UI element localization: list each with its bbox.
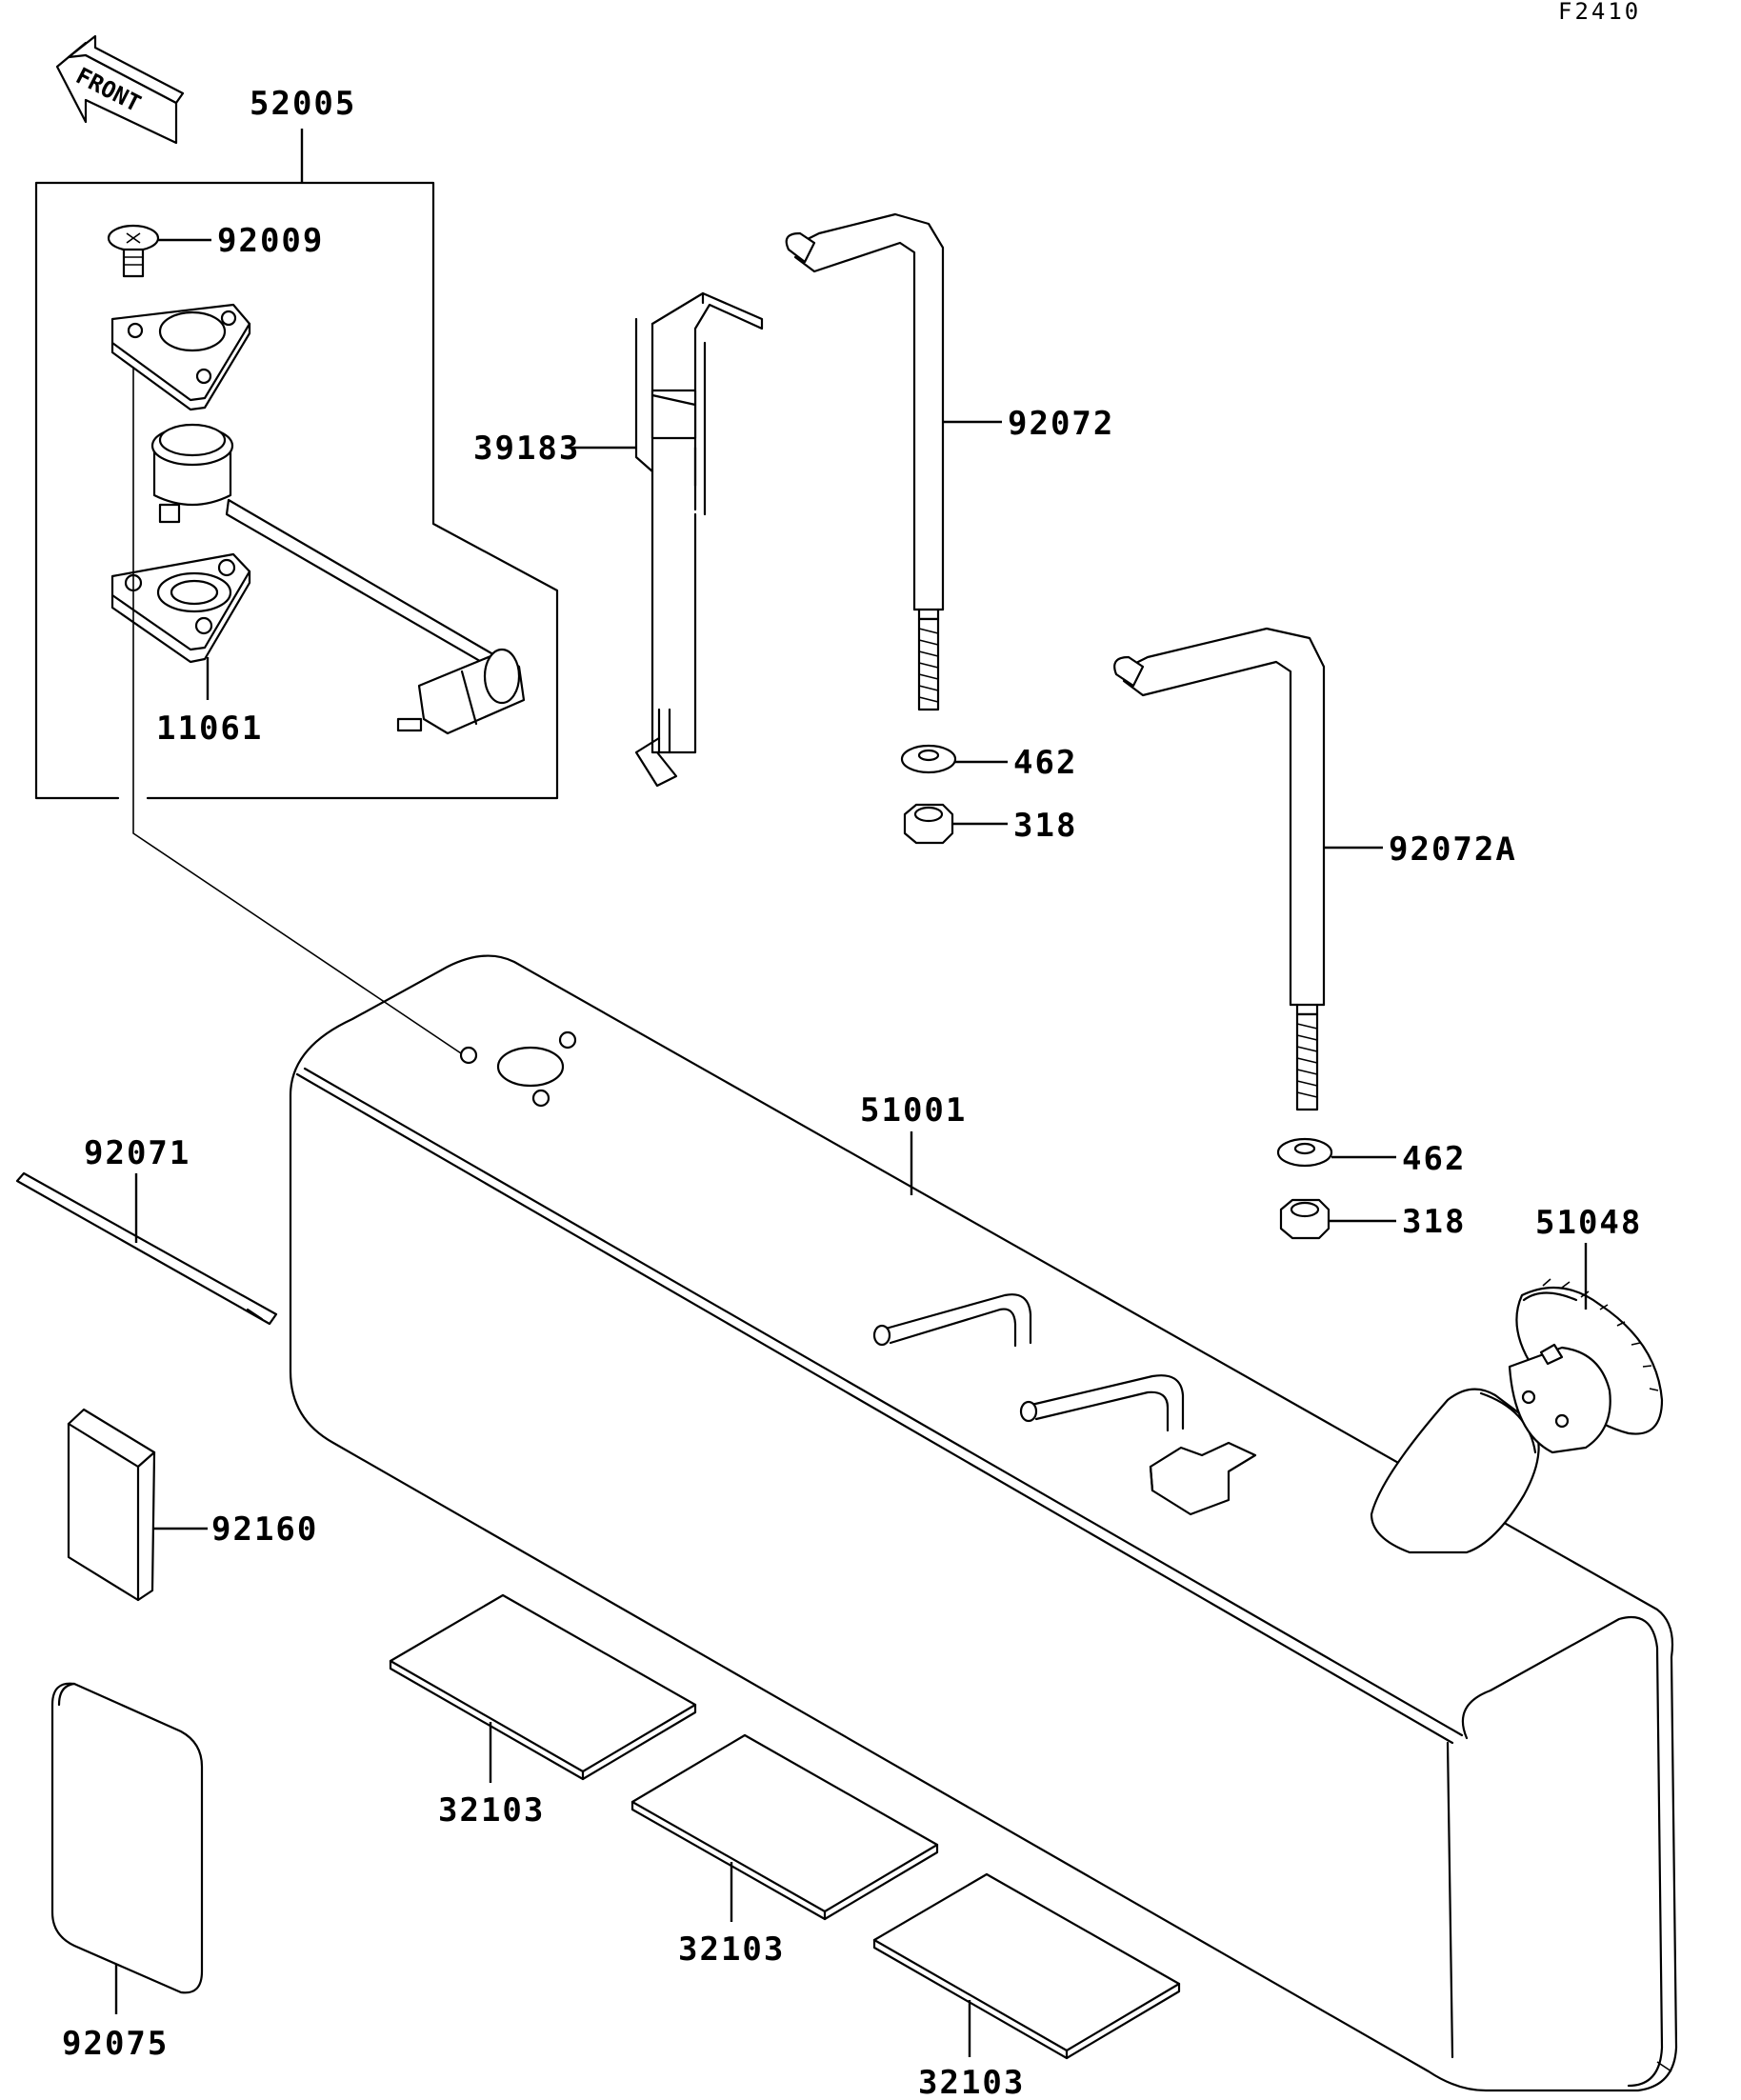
label-92160: 92160 bbox=[211, 1510, 318, 1549]
label-52005: 52005 bbox=[250, 85, 356, 123]
label-92072: 92072 bbox=[1008, 405, 1114, 443]
part-92072A-strap bbox=[1113, 627, 1383, 1111]
label-32103-a: 32103 bbox=[438, 1791, 545, 1830]
part-11061-plate bbox=[110, 552, 251, 700]
label-462-lower: 462 bbox=[1402, 1140, 1466, 1178]
assembly-alignment-line bbox=[132, 367, 468, 1058]
label-32103-b: 32103 bbox=[678, 1930, 785, 1969]
label-51048: 51048 bbox=[1535, 1204, 1642, 1242]
part-462-washer-lower bbox=[1276, 1137, 1396, 1168]
label-32103-c: 32103 bbox=[918, 2064, 1025, 2100]
part-92071-strip bbox=[15, 1171, 278, 1326]
label-39183: 39183 bbox=[473, 430, 580, 468]
part-51048-fuel-cap bbox=[1508, 1243, 1664, 1454]
assembly-52005-frame bbox=[34, 129, 559, 800]
label-92075: 92075 bbox=[62, 2025, 169, 2063]
label-462-upper: 462 bbox=[1013, 744, 1077, 782]
label-92072A: 92072A bbox=[1389, 830, 1517, 869]
part-462-washer-upper bbox=[900, 744, 1008, 774]
part-32103-pad-b bbox=[630, 1733, 939, 1922]
part-39183-bracket bbox=[571, 291, 764, 788]
part-32103-pad-a bbox=[389, 1593, 697, 1783]
part-51001-fuel-tank bbox=[289, 954, 1678, 2092]
label-51001: 51001 bbox=[860, 1091, 967, 1130]
part-318-nut-upper bbox=[903, 803, 1008, 845]
front-arrow-icon: FRONT bbox=[55, 34, 185, 145]
label-11061: 11061 bbox=[156, 710, 263, 748]
part-32103-pad-c bbox=[872, 1872, 1181, 2060]
label-92009: 92009 bbox=[217, 222, 324, 260]
part-gasket-plate-upper bbox=[110, 303, 251, 411]
part-92075-pad bbox=[50, 1682, 204, 2014]
part-92009-screw bbox=[107, 224, 211, 278]
part-11061-fuel-sender bbox=[150, 423, 526, 735]
part-92160-pad bbox=[67, 1408, 208, 1602]
label-318-lower: 318 bbox=[1402, 1203, 1466, 1241]
label-318-upper: 318 bbox=[1013, 807, 1077, 845]
part-92072-strap bbox=[785, 212, 1002, 711]
part-318-nut-lower bbox=[1279, 1198, 1396, 1240]
figure-code: F2410 bbox=[1558, 0, 1641, 25]
label-92071: 92071 bbox=[84, 1134, 190, 1172]
